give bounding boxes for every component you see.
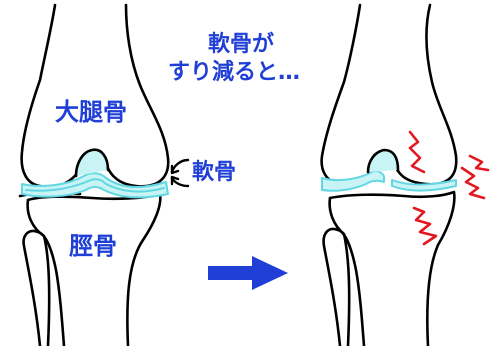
- healthy-knee: [20, 5, 168, 346]
- right-arrow-icon: [208, 256, 288, 290]
- pain-icon-bottom: [414, 208, 436, 244]
- worn-tibia-left-edge: [330, 198, 350, 346]
- tibia-label: 脛骨: [69, 234, 117, 258]
- healthy-notch: [76, 150, 108, 176]
- healthy-fibula-outline: [24, 231, 64, 346]
- caption-line-2: すり減ると…: [168, 62, 300, 84]
- worn-cartilage: [322, 171, 384, 191]
- caption-line-1: 軟骨が: [208, 34, 274, 56]
- cartilage-label: 軟骨: [192, 162, 236, 184]
- worn-fibula-outline: [324, 229, 364, 346]
- femur-label: 大腿骨: [55, 100, 127, 124]
- pain-icon-top: [410, 132, 424, 172]
- worn-knee: [322, 5, 457, 346]
- worn-cartilage-right: [392, 180, 456, 191]
- worn-notch: [368, 150, 398, 172]
- cartilage-pointer-marks: [172, 160, 188, 186]
- pain-icon-right: [462, 156, 488, 198]
